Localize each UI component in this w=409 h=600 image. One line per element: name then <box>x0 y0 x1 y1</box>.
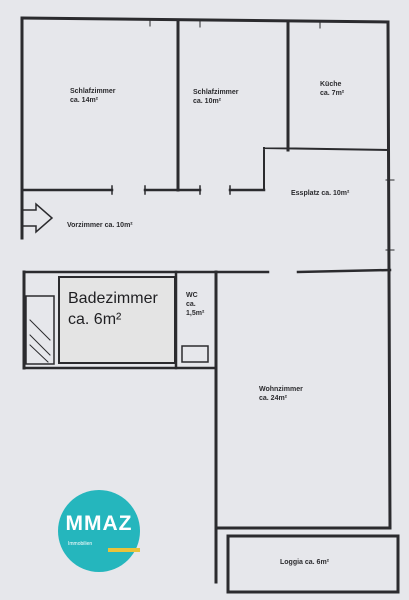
badezimmer-box <box>58 276 176 364</box>
schlafzimmer-1-name: Schlafzimmer <box>70 88 116 95</box>
badezimmer-name: Badezimmer <box>68 290 158 307</box>
wohnzimmer-name: Wohnzimmer <box>259 386 303 393</box>
vorzimmer-label: Vorzimmer ca. 10m² <box>67 222 133 229</box>
badezimmer-area: ca. 6m² <box>68 311 122 328</box>
loggia-label: Loggia ca. 6m² <box>280 559 330 566</box>
shaft <box>25 295 55 365</box>
wall-kitchen-bottom <box>262 146 390 191</box>
schlafzimmer-1-area: ca. 14m² <box>70 97 99 104</box>
room-label-wc: WC ca. 1,5m² <box>186 291 204 318</box>
essplatz-label: Essplatz ca. 10m² <box>291 190 350 197</box>
wc-name: WC <box>186 292 198 299</box>
schlafzimmer-2-name: Schlafzimmer <box>193 89 239 96</box>
door-ticks <box>111 185 231 195</box>
logo-accent-bar <box>108 548 140 552</box>
wc-ca: ca. <box>186 301 196 308</box>
wc-area: 1,5m² <box>186 310 205 317</box>
wohnzimmer-area: ca. 24m² <box>259 395 288 402</box>
logo-subtitle: Immobilien <box>68 541 93 547</box>
logo-brand: MMAZ <box>65 512 133 535</box>
wc-fixture <box>181 345 209 363</box>
outer-wall-top <box>20 16 390 24</box>
room-label-schlafzimmer-1: Schlafzimmer ca. 14m² <box>70 87 116 105</box>
wall-loggia <box>214 526 400 594</box>
room-label-essplatz: Essplatz ca. 10m² <box>291 189 349 198</box>
room-label-schlafzimmer-2: Schlafzimmer ca. 10m² <box>193 88 239 106</box>
outer-wall-right <box>386 20 392 530</box>
entrance-arrow-icon <box>21 202 54 234</box>
room-label-vorzimmer: Vorzimmer ca. 10m² <box>67 221 133 230</box>
schlafzimmer-2-area: ca. 10m² <box>193 98 222 105</box>
room-label-loggia: Loggia ca. 6m² <box>280 558 329 567</box>
room-label-wohnzimmer: Wohnzimmer ca. 24m² <box>259 385 303 403</box>
window-marks <box>149 19 395 251</box>
company-logo: MMAZ Immobilien <box>58 490 140 572</box>
kueche-name: Küche <box>320 81 342 88</box>
shaft-hatch <box>29 319 51 363</box>
room-label-kueche: Küche ca. 7m² <box>320 80 344 98</box>
kueche-area: ca. 7m² <box>320 90 345 97</box>
wall-corridor-bottom <box>22 268 392 274</box>
